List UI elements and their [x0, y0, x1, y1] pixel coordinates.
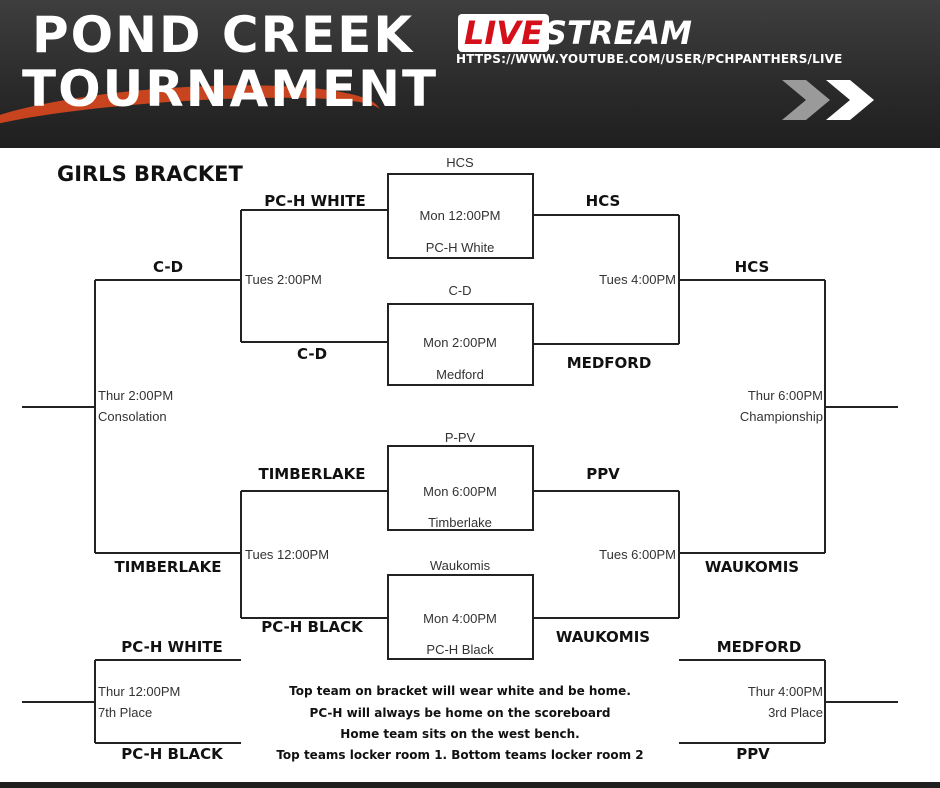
team-label-cd: C-D [296, 345, 328, 363]
team-label-seventh-bottom: PC-H BLACK [121, 745, 223, 763]
team-label-medford: MEDFORD [566, 354, 652, 372]
game1-bottom-team: PC-H White [425, 240, 495, 255]
stream-url[interactable]: HTTPS://WWW.YOUTUBE.COM/USER/PCHPANTHERS… [456, 52, 843, 66]
live-badge: LIVE [458, 14, 549, 52]
time-tues-4pm: Tues 4:00PM [599, 272, 676, 287]
team-label-waukomis: WAUKOMIS [555, 628, 651, 646]
team-label-pch-black: PC-H BLACK [261, 618, 363, 636]
game1-time: Mon 12:00PM [419, 208, 501, 223]
bracket-title: GIRLS BRACKET [57, 162, 243, 186]
game3-top-team: P-PV [444, 430, 476, 445]
note-line-1: Top team on bracket will wear white and … [289, 684, 631, 698]
game4-top-team: Waukomis [429, 558, 491, 573]
team-label-timberlake-semi: TIMBERLAKE [114, 558, 222, 576]
time-third-place: Thur 4:00PM [747, 684, 823, 699]
bracket-lines [22, 173, 898, 744]
label-championship: Championship [739, 409, 823, 424]
title-line-1: POND CREEK [32, 6, 415, 64]
game1-top-team: HCS [446, 155, 474, 170]
title-line-2: TOURNAMENT [22, 60, 439, 118]
label-seventh-place: 7th Place [98, 705, 153, 720]
game4-time: Mon 4:00PM [423, 611, 497, 626]
team-label-pch-white: PC-H WHITE [264, 192, 366, 210]
team-label-third-bottom: PPV [736, 745, 770, 763]
note-line-2: PC-H will always be home on the scoreboa… [309, 706, 611, 720]
header-banner: POND CREEK TOURNAMENT LIVE STREAM HTTPS:… [0, 0, 940, 148]
team-label-timberlake: TIMBERLAKE [258, 465, 366, 483]
note-line-3: Home team sits on the west bench. [340, 727, 580, 741]
team-label-waukomis-semi: WAUKOMIS [704, 558, 800, 576]
game4-bottom-team: PC-H Black [426, 642, 494, 657]
game3-bottom-team: Timberlake [428, 515, 492, 530]
label-consolation: Consolation [98, 409, 167, 424]
time-consolation: Thur 2:00PM [98, 388, 174, 403]
label-third-place: 3rd Place [768, 705, 823, 720]
game2-bottom-team: Medford [436, 367, 484, 382]
time-tues-6pm: Tues 6:00PM [599, 547, 676, 562]
team-label-cd-semi: C-D [152, 258, 184, 276]
time-championship: Thur 6:00PM [747, 388, 823, 403]
game3-time: Mon 6:00PM [423, 484, 497, 499]
double-chevron-right-icon [782, 80, 874, 120]
time-seventh-place: Thur 12:00PM [98, 684, 181, 699]
time-tues-12pm: Tues 12:00PM [245, 547, 330, 562]
team-label-hcs-semi: HCS [734, 258, 770, 276]
team-label-seventh-top: PC-H WHITE [121, 638, 223, 656]
team-label-hcs: HCS [585, 192, 621, 210]
team-label-third-top: MEDFORD [716, 638, 802, 656]
team-label-ppv: PPV [586, 465, 620, 483]
note-line-4: Top teams locker room 1. Bottom teams lo… [276, 748, 644, 762]
game2-top-team: C-D [448, 283, 472, 298]
bottom-border [0, 782, 940, 788]
stream-label: STREAM [544, 14, 692, 52]
game2-time: Mon 2:00PM [423, 335, 497, 350]
time-tues-2pm: Tues 2:00PM [245, 272, 322, 287]
